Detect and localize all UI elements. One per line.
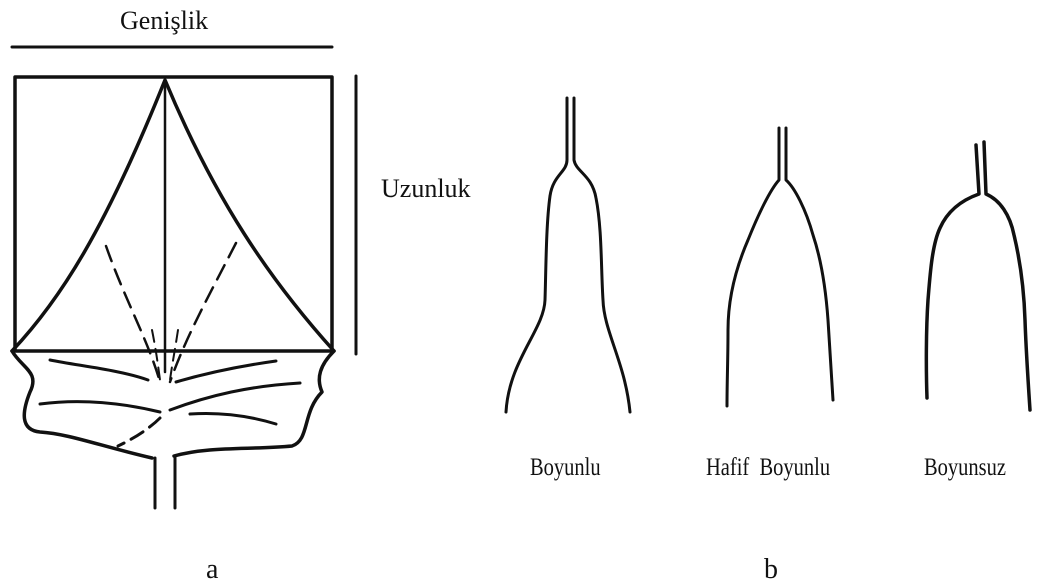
tip-shape-hafif-boyunlu <box>727 128 833 406</box>
caption-hafif-boyunlu: Hafif Boyunlu <box>706 455 830 480</box>
caption-boyunlu: Boyunlu <box>530 455 601 480</box>
caption-boyunsuz: Boyunsuz <box>924 455 1006 480</box>
vein-lower-left <box>40 402 160 412</box>
vein-lower-right-small <box>190 413 276 424</box>
petiole <box>155 456 175 508</box>
bounding-rectangle <box>15 77 332 351</box>
width-label: Genişlik <box>120 8 208 34</box>
length-label: Uzunluk <box>381 176 471 202</box>
leaf-measurement-figure <box>12 47 356 508</box>
leaf-lower-outline <box>12 351 334 458</box>
vein-lobe-right <box>176 361 276 382</box>
vein-dashed-right <box>170 243 236 382</box>
panel-b-letter: b <box>764 556 778 584</box>
vein-dashed-left <box>106 246 160 382</box>
vein-dashed-bottom <box>118 418 160 446</box>
vein-lobe-left <box>50 360 148 380</box>
panel-a-letter: a <box>206 556 218 584</box>
vein-lower-right <box>170 383 300 410</box>
tip-shape-boyunlu <box>506 98 630 412</box>
tip-shape-boyunsuz <box>926 142 1030 410</box>
leaf-apex-outline <box>12 80 334 351</box>
